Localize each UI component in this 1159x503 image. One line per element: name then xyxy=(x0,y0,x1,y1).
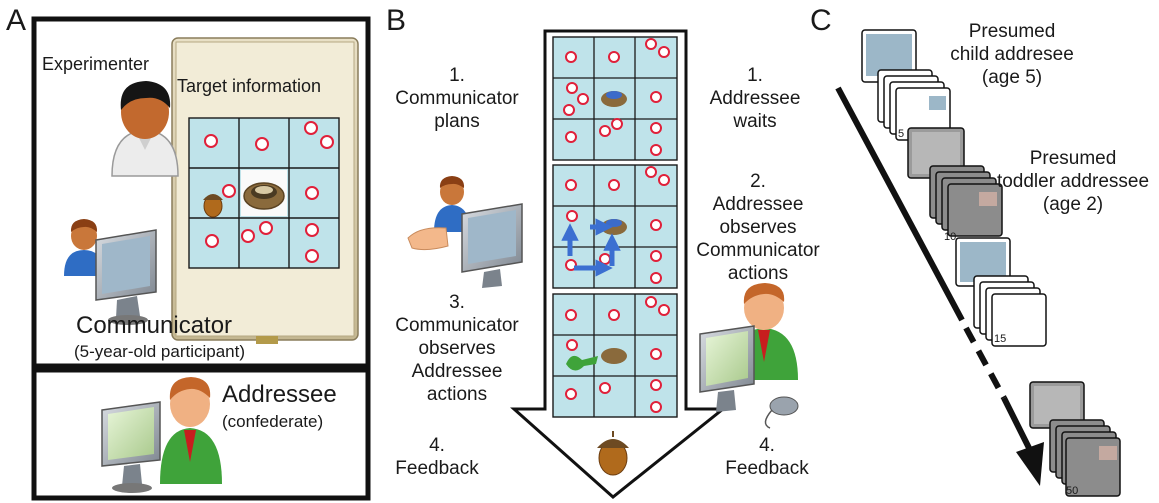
experimenter-icon xyxy=(111,81,179,177)
movement-arrows xyxy=(561,218,621,277)
communicator-sub-label: (5-year-old participant) xyxy=(74,342,246,361)
card-stack-toddler xyxy=(907,127,1003,237)
addressee-label: Addressee xyxy=(222,381,337,408)
target-information-label: Target information xyxy=(177,76,322,96)
step-communicator-observes: 3. Communicator observes Addressee actio… xyxy=(395,292,519,405)
presumed-toddler-label: Presumed toddler addressee (age 2) xyxy=(996,148,1150,215)
timeline-end xyxy=(1001,396,1033,452)
addressee-confederate-icon xyxy=(160,377,222,484)
panel-letter-c: C xyxy=(810,4,832,37)
card-number-15: 15 xyxy=(994,333,1007,345)
computer-monitor-icon xyxy=(95,229,157,325)
communicator-label: Communicator xyxy=(76,312,233,339)
addressee-mouse-icon xyxy=(699,283,799,429)
addressee-room-frame xyxy=(31,367,371,501)
communicator-child-icon xyxy=(64,219,104,276)
step-communicator-plans: 1. Communicator plans xyxy=(395,65,519,132)
timeline-dashed xyxy=(963,326,1007,400)
panel-a xyxy=(31,16,371,501)
card-number-50: 50 xyxy=(1066,485,1079,497)
card-number-10: 10 xyxy=(944,231,957,243)
addressee-sub-label: (confederate) xyxy=(222,412,324,431)
card-stack-child-2 xyxy=(955,237,1047,347)
panel-letter-a: A xyxy=(6,4,27,37)
feedback-acorn-icon xyxy=(597,431,629,476)
communicator-pointing-icon xyxy=(407,176,523,288)
step-feedback-right: 4. Feedback xyxy=(725,435,809,479)
step-feedback-left: 4. Feedback xyxy=(395,435,479,479)
panel-c xyxy=(835,29,1121,497)
presumed-child-label: Presumed child addresee (age 5) xyxy=(950,21,1074,88)
grid-step-2 xyxy=(552,164,678,289)
nest-icon xyxy=(241,170,287,216)
timeline-solid xyxy=(835,86,965,322)
card-number-5: 5 xyxy=(898,128,905,140)
timeline-arrowhead xyxy=(1016,442,1044,486)
addressee-monitor-icon xyxy=(101,401,161,493)
acorn-icon xyxy=(203,194,223,218)
grid-step-3 xyxy=(552,293,678,418)
grid-step-1 xyxy=(552,36,678,161)
communicator-room-frame xyxy=(31,16,371,369)
card-stack-child-1 xyxy=(861,29,951,141)
step-addressee-waits: 1. Addressee waits xyxy=(709,65,801,132)
experimenter-label: Experimenter xyxy=(42,54,150,74)
panel-letter-b: B xyxy=(386,4,407,37)
panel-b xyxy=(407,29,799,499)
step-addressee-observes: 2. Addressee observes Communicator actio… xyxy=(696,171,820,284)
card-stack-final xyxy=(1029,381,1121,497)
